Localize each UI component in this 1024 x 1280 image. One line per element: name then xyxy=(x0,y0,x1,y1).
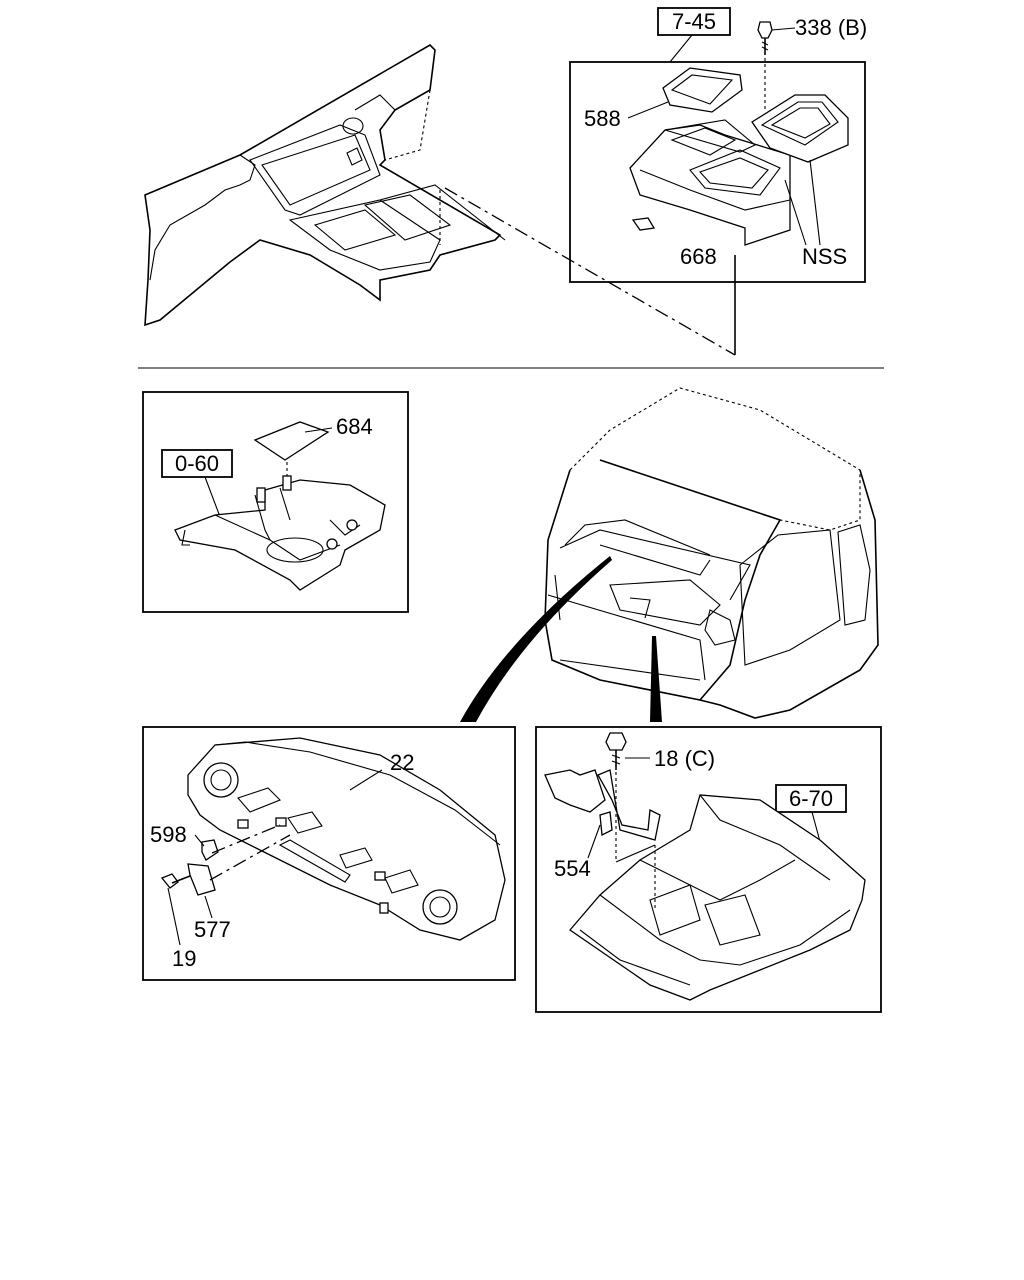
callout-ref-6-70: 6-70 xyxy=(789,786,833,811)
callout-18: 18 (C) xyxy=(654,746,715,771)
callout-684: 684 xyxy=(336,414,373,439)
detail-box-7-45 xyxy=(569,61,866,283)
callout-598: 598 xyxy=(150,822,187,847)
detail-box-22 xyxy=(142,726,516,981)
callout-338: 338 (B) xyxy=(795,15,867,40)
callout-588: 588 xyxy=(584,106,621,131)
callout-ref-0-60: 0-60 xyxy=(175,451,219,476)
callout-668: 668 xyxy=(680,244,717,269)
callout-22: 22 xyxy=(390,750,414,775)
callout-ref-7-45: 7-45 xyxy=(672,9,716,34)
detail-box-684 xyxy=(142,391,409,613)
callout-577: 577 xyxy=(194,917,231,942)
console-trim-parts xyxy=(629,21,849,246)
callout-arrow-left xyxy=(460,556,612,722)
bracket-554 xyxy=(544,769,661,841)
callout-arrow-right xyxy=(650,636,662,722)
bolt-18 xyxy=(605,732,627,770)
ref-box-6-70 xyxy=(775,784,847,813)
bracket-parts-577 xyxy=(160,839,219,896)
detail-box-554 xyxy=(535,726,882,1013)
ref-box-0-60 xyxy=(161,449,233,478)
callout-nss: NSS xyxy=(802,244,847,269)
floor-panel-drawing xyxy=(569,794,866,1001)
leader-line xyxy=(444,187,736,356)
callout-554: 554 xyxy=(554,856,591,881)
truck-cab-drawing xyxy=(544,387,879,719)
instrument-panel-22 xyxy=(187,737,506,941)
callout-19: 19 xyxy=(172,946,196,971)
bracket-assembly-684 xyxy=(174,421,386,591)
ref-box-7-45 xyxy=(657,7,731,36)
dashboard-console-drawing xyxy=(144,43,506,327)
